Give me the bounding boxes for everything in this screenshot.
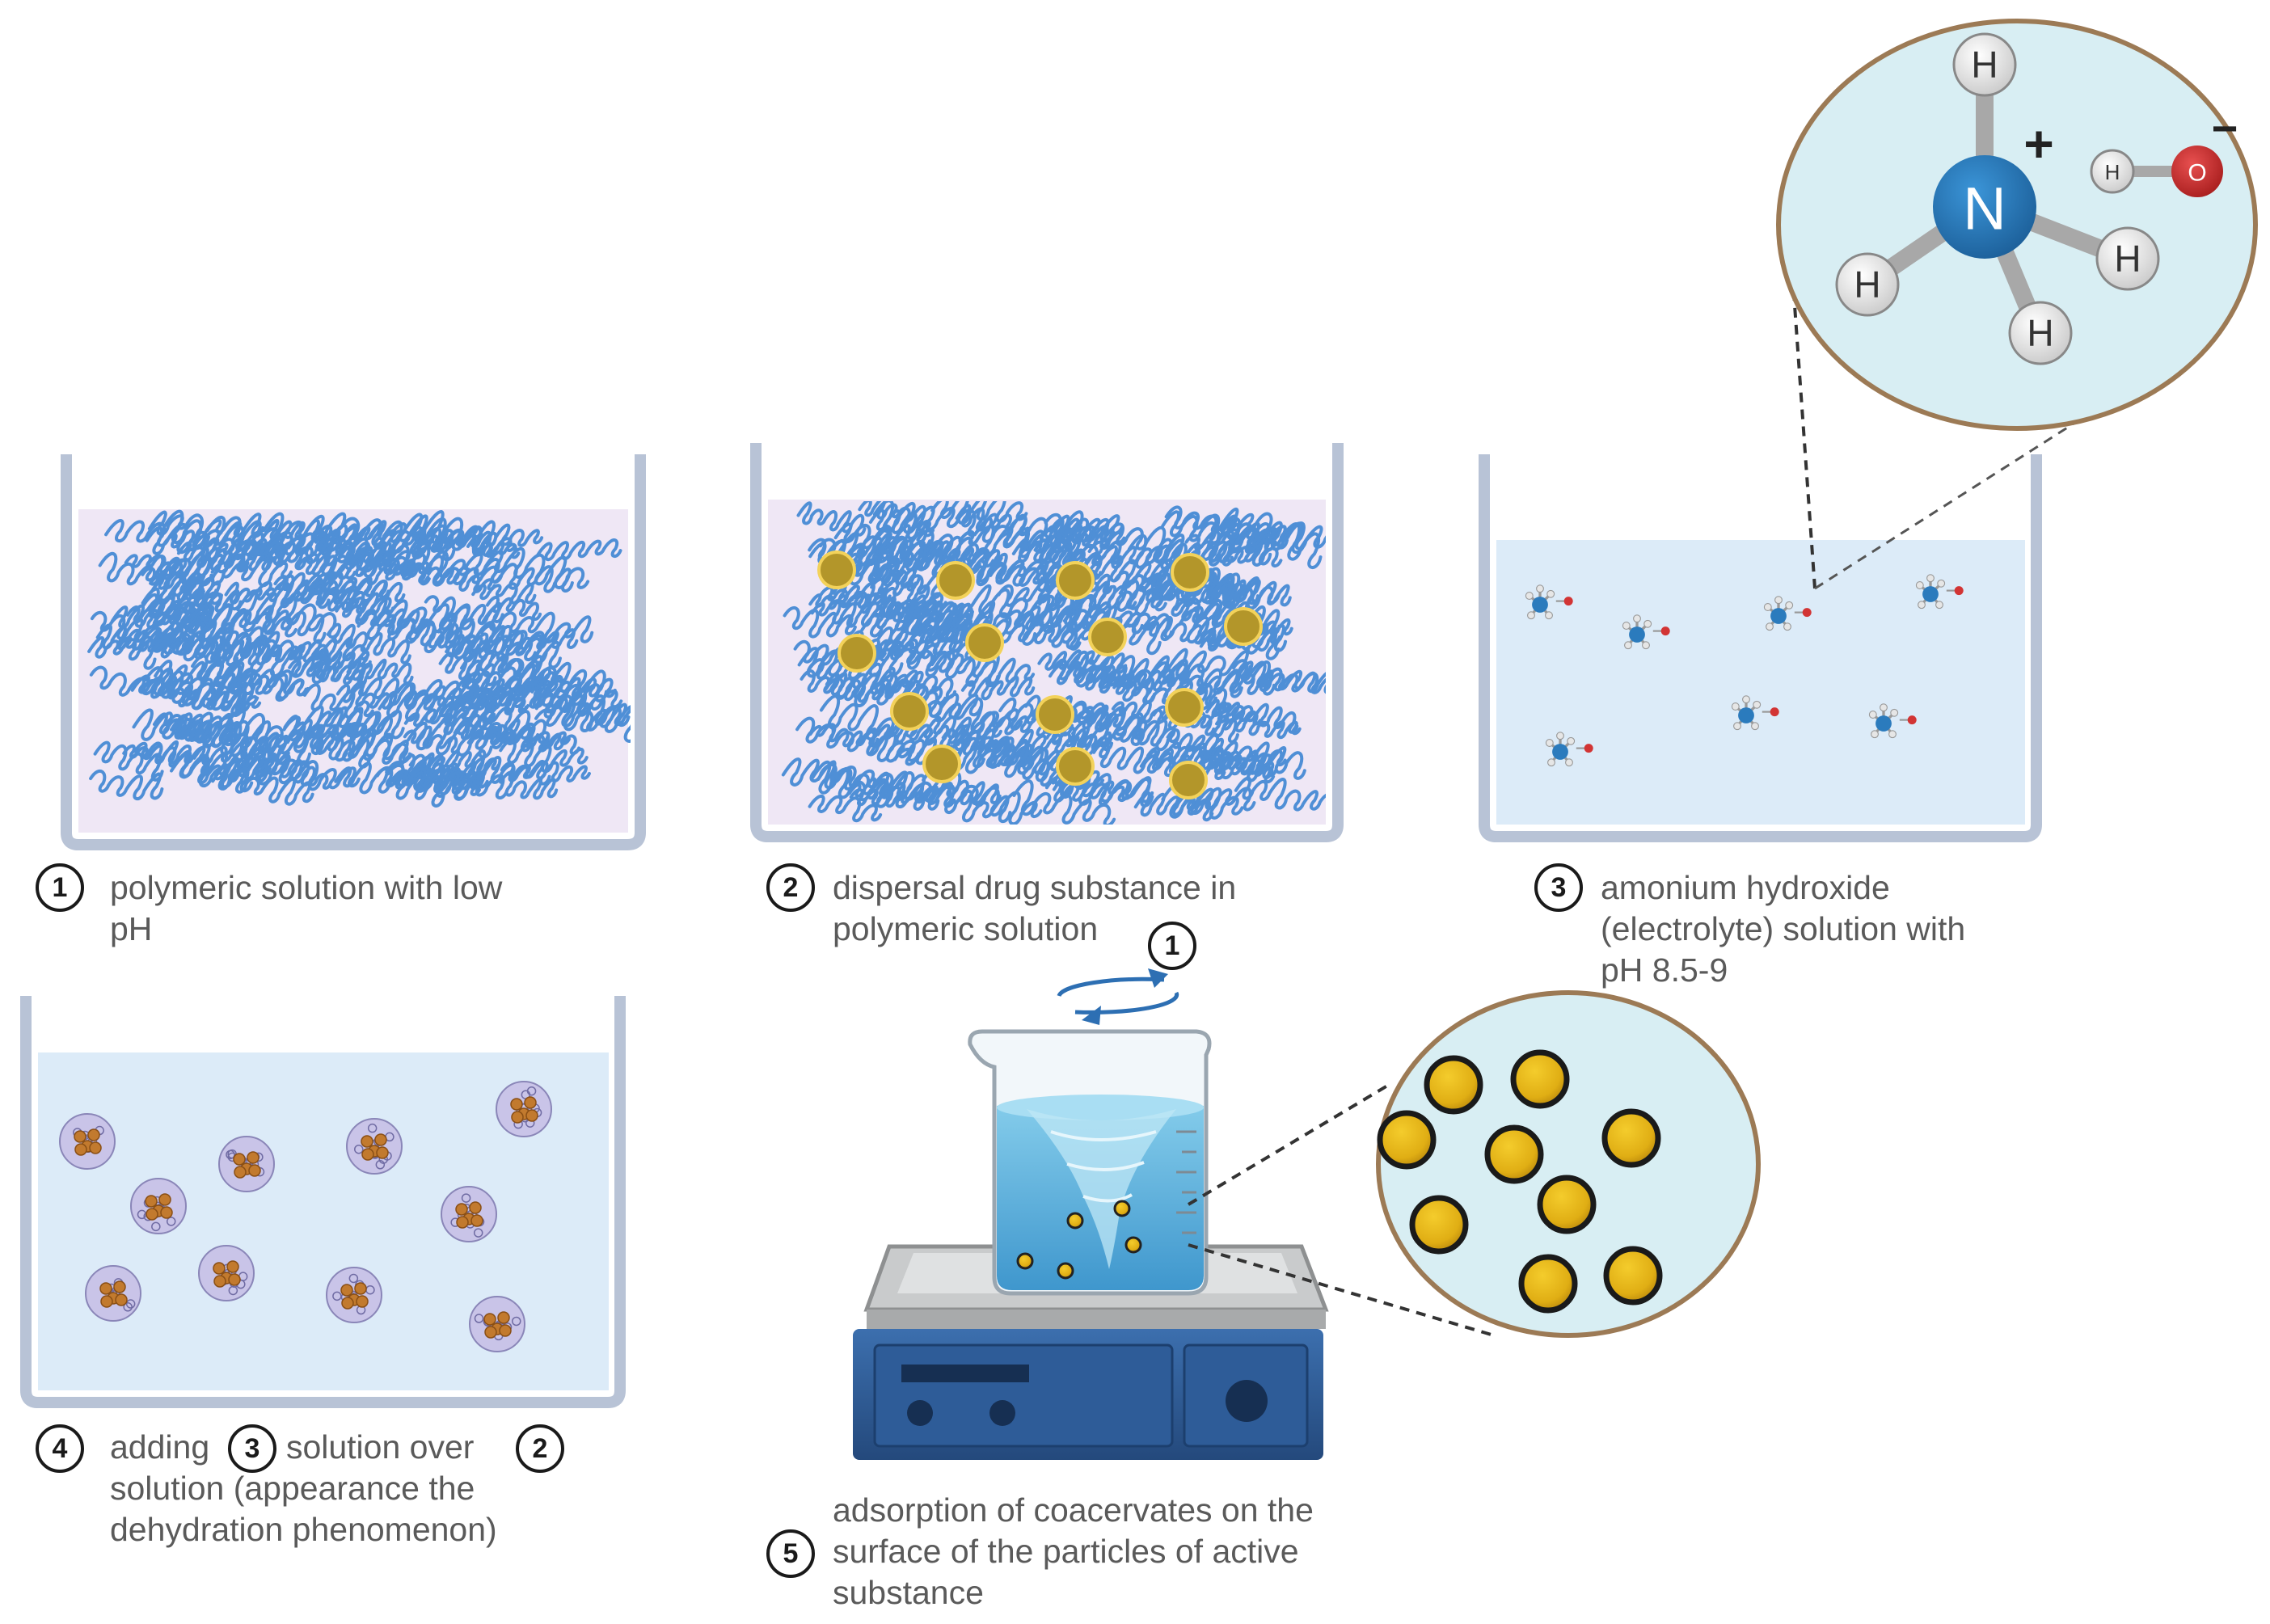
cation-charge: + (2023, 115, 2053, 173)
step-2-caption: dispersal drug substance in polymeric so… (833, 869, 1237, 947)
ammonium-ions (1525, 574, 1964, 767)
beaker-3-solution (1496, 540, 2025, 825)
step-1-badge: 1 (36, 863, 84, 912)
step-3-badge: 3 (1534, 863, 1583, 912)
svg-text:H: H (2105, 160, 2120, 184)
beaker-3 (1479, 454, 2042, 842)
magnetic-stirrer-setup (853, 968, 1329, 1460)
anion-charge: − (2212, 103, 2238, 154)
svg-text:H: H (2027, 312, 2053, 354)
polymer-chains (87, 509, 631, 808)
hydrogen-atom: H (2095, 226, 2160, 291)
hydroxide-hydrogen: H (2090, 149, 2135, 194)
svg-text:H: H (1971, 44, 1998, 86)
coated-particles (1377, 1049, 1663, 1314)
stirrer-reference-badge: 1 (1148, 922, 1196, 970)
svg-text:O: O (2188, 160, 2206, 187)
step-5-badge: 5 (766, 1529, 815, 1578)
svg-text:N: N (1963, 175, 2006, 243)
beaker-4 (20, 996, 626, 1408)
step-3-caption: amonium hydroxide (electrolyte) solution… (1601, 869, 1966, 989)
nitrogen-atom: N (1933, 155, 2036, 259)
beaker-2 (750, 443, 1344, 842)
step-4-ref-3-badge: 3 (228, 1424, 276, 1473)
rotation-arrows (1057, 977, 1179, 1014)
step-1-caption: polymeric solution with low pH (110, 869, 503, 947)
step-4-badge: 4 (36, 1424, 84, 1473)
hydrogen-atom: H (1835, 252, 1900, 317)
svg-text:H: H (2114, 238, 2141, 280)
step-2-badge: 2 (766, 863, 815, 912)
particle-zoom-inset (1376, 990, 1761, 1338)
svg-text:H: H (1854, 264, 1880, 306)
hydrogen-atom: H (2008, 301, 2073, 365)
step-5-caption: adsorption of coacervates on the surface… (833, 1491, 1314, 1611)
ammonium-hydroxide-inset: H H H H N + H O − (1776, 19, 2258, 431)
beaker-1 (61, 454, 646, 850)
hydrogen-atom: H (1952, 32, 2017, 97)
coacervate-particles (59, 1081, 552, 1352)
suspended-particles (1016, 1200, 1142, 1280)
step-4-caption: adding solution over solution (appearanc… (110, 1428, 497, 1548)
step-4-ref-2-badge: 2 (516, 1424, 564, 1473)
oxygen-atom: O (2171, 146, 2223, 197)
drug-particles (817, 550, 1263, 799)
